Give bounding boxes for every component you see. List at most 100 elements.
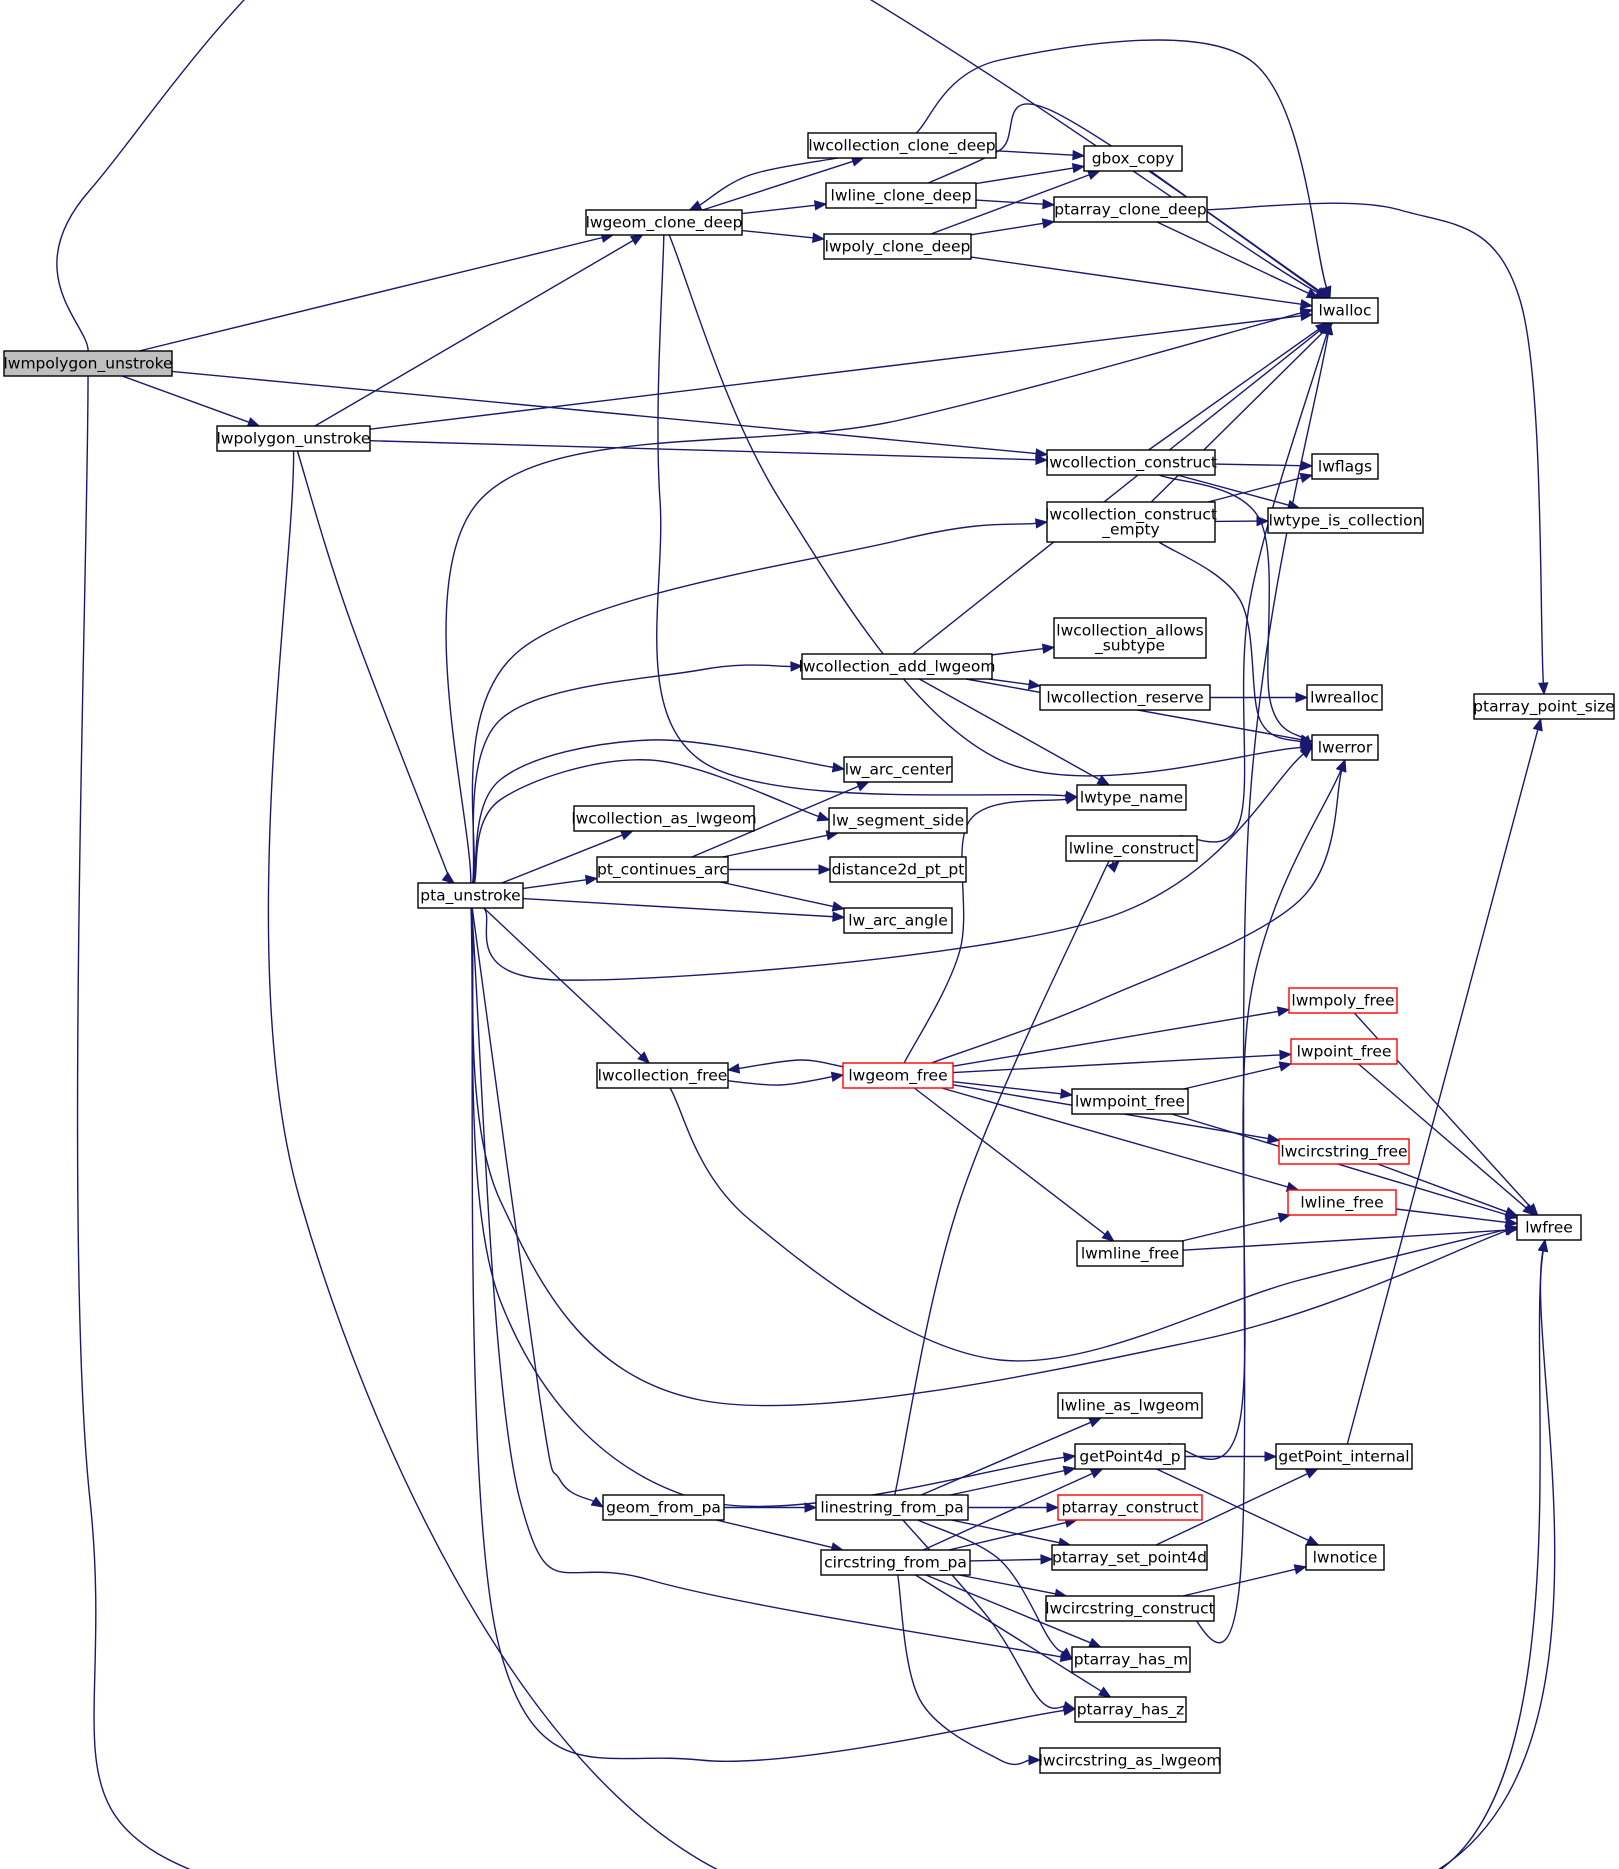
node-distance2d_pt_pt[interactable]: distance2d_pt_pt [829, 856, 967, 883]
node-lwgeom_free[interactable]: lwgeom_free [842, 1062, 954, 1089]
edge-lwcollection_add_lwgeom-to-lwcollection_reserve [988, 678, 1042, 690]
node-label: lw_segment_side [832, 812, 964, 831]
node-lw_segment_side[interactable]: lw_segment_side [828, 807, 968, 834]
edge-line [1158, 474, 1306, 741]
edge-linestring_from_pa-to-ptarray_has_m [917, 1519, 1073, 1660]
arrowhead-icon [1300, 460, 1314, 471]
arrowhead-icon [1299, 734, 1314, 745]
node-lwcircstring_construct[interactable]: lwcircstring_construct [1045, 1595, 1215, 1622]
node-lwcollection_construct[interactable]: lwcollection_construct [1045, 449, 1217, 476]
edge-line [369, 439, 1038, 461]
edge-line [741, 204, 817, 215]
node-label: lw_arc_angle [848, 912, 948, 931]
node-lwfree[interactable]: lwfree [1516, 1214, 1582, 1241]
node-pt_continues_arc[interactable]: pt_continues_arc [596, 856, 729, 883]
edge-line [988, 678, 1031, 686]
node-label: lwerror [1318, 739, 1373, 757]
node-linestring_from_pa[interactable]: linestring_from_pa [815, 1494, 969, 1521]
node-lwmpolygon_unstroke[interactable]: lwmpolygon_unstroke [3, 350, 173, 377]
edge-line [915, 1574, 1103, 1693]
node-ptarray_has_z[interactable]: ptarray_has_z [1074, 1696, 1187, 1723]
node-box [1267, 507, 1424, 534]
node-lw_arc_center[interactable]: lw_arc_center [843, 756, 953, 783]
edge-line [722, 834, 829, 858]
node-lwtype_is_collection[interactable]: lwtype_is_collection [1267, 507, 1424, 534]
node-lwpoint_free[interactable]: lwpoint_free [1290, 1038, 1398, 1065]
node-box [815, 1494, 969, 1521]
node-box [1076, 784, 1187, 811]
node-lwmline_free[interactable]: lwmline_free [1076, 1240, 1184, 1267]
node-lwpoly_clone_deep[interactable]: lwpoly_clone_deep [823, 233, 972, 260]
node-lwgeom_clone_deep[interactable]: lwgeom_clone_deep [585, 209, 743, 236]
edge-lwmpoint_free-to-lwpoint_free [1183, 1061, 1293, 1090]
edge-line [471, 664, 793, 884]
node-box [1039, 1747, 1221, 1774]
node-ptarray_construct[interactable]: ptarray_construct [1057, 1494, 1203, 1521]
node-lwflags[interactable]: lwflags [1311, 453, 1379, 480]
node-ptarray_has_m[interactable]: ptarray_has_m [1071, 1646, 1191, 1673]
node-lwerror[interactable]: lwerror [1311, 734, 1379, 761]
arrowhead-icon [246, 417, 261, 427]
node-getPoint4d_p[interactable]: getPoint4d_p [1074, 1443, 1186, 1470]
node-lwcircstring_as_lwgeom[interactable]: lwcircstring_as_lwgeom [1039, 1747, 1222, 1774]
edge-line [1167, 769, 1342, 1460]
node-lwcollection_as_lwgeom[interactable]: lwcollection_as_lwgeom [571, 805, 757, 832]
edge-line [695, 157, 838, 209]
node-lwnotice[interactable]: lwnotice [1305, 1544, 1385, 1571]
arrowhead-icon [1041, 643, 1056, 654]
node-lwline_construct[interactable]: lwline_construct [1065, 835, 1198, 862]
node-pta_unstroke[interactable]: pta_unstroke [417, 882, 524, 909]
node-lwcircstring_free[interactable]: lwcircstring_free [1278, 1138, 1410, 1165]
edge-line [1156, 1468, 1310, 1542]
node-lwcollection_clone_deep[interactable]: lwcollection_clone_deep [807, 132, 997, 159]
arrowhead-icon [855, 781, 870, 792]
edge-line [470, 907, 1063, 1658]
node-ptarray_set_point4d[interactable]: ptarray_set_point4d [1051, 1544, 1208, 1571]
node-lwcollection_free[interactable]: lwcollection_free [596, 1062, 729, 1089]
edge-lwcollection_construct_empty-to-lwtype_is_collection [1214, 515, 1270, 527]
node-label: lwcollection_construct [1045, 454, 1217, 473]
node-getPoint_internal[interactable]: getPoint_internal [1275, 1443, 1413, 1470]
arrowhead-icon [590, 1496, 605, 1508]
node-circstring_from_pa[interactable]: circstring_from_pa [820, 1549, 971, 1576]
node-ptarray_point_size[interactable]: ptarray_point_size [1473, 693, 1615, 720]
node-label: linestring_from_pa [820, 1499, 963, 1518]
node-box [820, 1549, 971, 1576]
node-ptarray_clone_deep[interactable]: ptarray_clone_deep [1053, 196, 1208, 223]
node-label: getPoint_internal [1278, 1448, 1409, 1467]
node-geom_from_pa[interactable]: geom_from_pa [602, 1494, 725, 1521]
node-lwline_as_lwgeom[interactable]: lwline_as_lwgeom [1057, 1392, 1203, 1419]
node-gbox_copy[interactable]: gbox_copy [1083, 145, 1183, 172]
node-lwline_clone_deep[interactable]: lwline_clone_deep [825, 182, 977, 209]
edge-lwgeom_clone_deep-to-lwline_clone_deep [741, 200, 828, 215]
arrowhead-icon [1537, 1238, 1549, 1253]
edge-lwpoly_clone_deep-to-lwalloc [970, 256, 1314, 310]
node-box [1305, 1544, 1385, 1571]
node-label: lwfree [1525, 1219, 1573, 1237]
node-lwalloc[interactable]: lwalloc [1311, 297, 1379, 324]
node-lwline_free[interactable]: lwline_free [1287, 1189, 1397, 1216]
node-lwcollection_add_lwgeom[interactable]: lwcollection_add_lwgeom [799, 653, 996, 680]
edge-lwmline_free-to-lwfree [1182, 1224, 1519, 1251]
node-lwtype_name[interactable]: lwtype_name [1076, 784, 1187, 811]
edge-line [737, 1059, 844, 1070]
edge-line [975, 167, 1075, 185]
edge-pta_unstroke-to-lwcollection_add_lwgeom [471, 661, 804, 884]
arrowhead-icon [1266, 1133, 1281, 1144]
edge-line [903, 798, 1068, 1064]
node-lwcollection_reserve[interactable]: lwcollection_reserve [1039, 684, 1211, 711]
node-box [1306, 684, 1383, 711]
node-label: lwmpoint_free [1075, 1093, 1185, 1112]
node-lwpolygon_unstroke[interactable]: lwpolygon_unstroke [216, 425, 371, 452]
node-lwcollection_construct_empty[interactable]: lwcollection_construct_empty [1045, 501, 1217, 543]
edge-lwmpolygon_unstroke-to-lwfree [76, 375, 1556, 1869]
node-lwmpoint_free[interactable]: lwmpoint_free [1071, 1088, 1189, 1115]
node-box [1311, 297, 1379, 324]
edge-pta_unstroke-to-lwerror [483, 746, 1314, 981]
arrowhead-icon [1097, 1686, 1112, 1698]
node-lwrealloc[interactable]: lwrealloc [1306, 684, 1383, 711]
node-lwcollection_allows_subtype[interactable]: lwcollection_allows_subtype [1053, 617, 1207, 659]
node-lw_arc_angle[interactable]: lw_arc_angle [843, 907, 953, 934]
arrowhead-icon [1256, 515, 1270, 527]
node-lwmpoly_free[interactable]: lwmpoly_free [1288, 987, 1398, 1014]
